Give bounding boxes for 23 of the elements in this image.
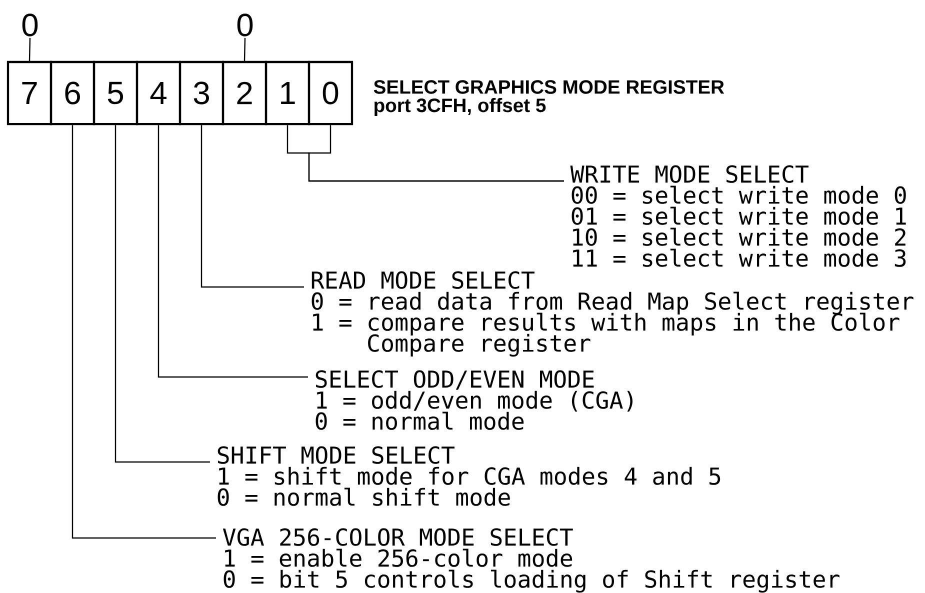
bit-cell: 3 [178, 60, 224, 126]
leader-line [72, 125, 216, 539]
bit-cell: 1 [264, 60, 310, 126]
bit-cell: 0 [308, 60, 354, 126]
field-description: VGA 256-COLOR MODE SELECT 1 = enable 256-color mode 0 = bit 5 controls loading of Shift register [222, 528, 840, 593]
leader-line [158, 125, 308, 378]
field-description: SHIFT MODE SELECT 1 = shift mode for CGA modes 4 and 5 0 = normal shift mode [218, 446, 720, 506]
bit-cell: 4 [136, 60, 182, 126]
bit-cell: 7 [6, 60, 52, 126]
field-description: READ MODE SELECT 0 = read data from Read Map Select register 1 = compare results with maps in the Color Compare register [312, 271, 914, 357]
leader-line [244, 38, 246, 61]
bit-cell: 5 [92, 60, 138, 126]
leader-line [114, 125, 210, 463]
bit-cell: 6 [50, 60, 96, 126]
leader-line [28, 38, 31, 61]
register-title: SELECT GRAPHICS MODE REGISTER [374, 80, 724, 94]
bit-value: 0 [22, 14, 38, 36]
bit-cell: 2 [222, 60, 268, 126]
bit-value: 0 [237, 14, 253, 36]
field-description: WRITE MODE SELECT 00 = select write mode 0 01 = select write mode 1 10 = select write mode 2 11 = select write mode 3 [570, 165, 906, 267]
port-label: port 3CFH, offset 5 [374, 98, 546, 116]
field-description: SELECT ODD/EVEN MODE 1 = odd/even mode (CGA) 0 = normal mode [316, 370, 632, 430]
leader-line [200, 125, 304, 288]
